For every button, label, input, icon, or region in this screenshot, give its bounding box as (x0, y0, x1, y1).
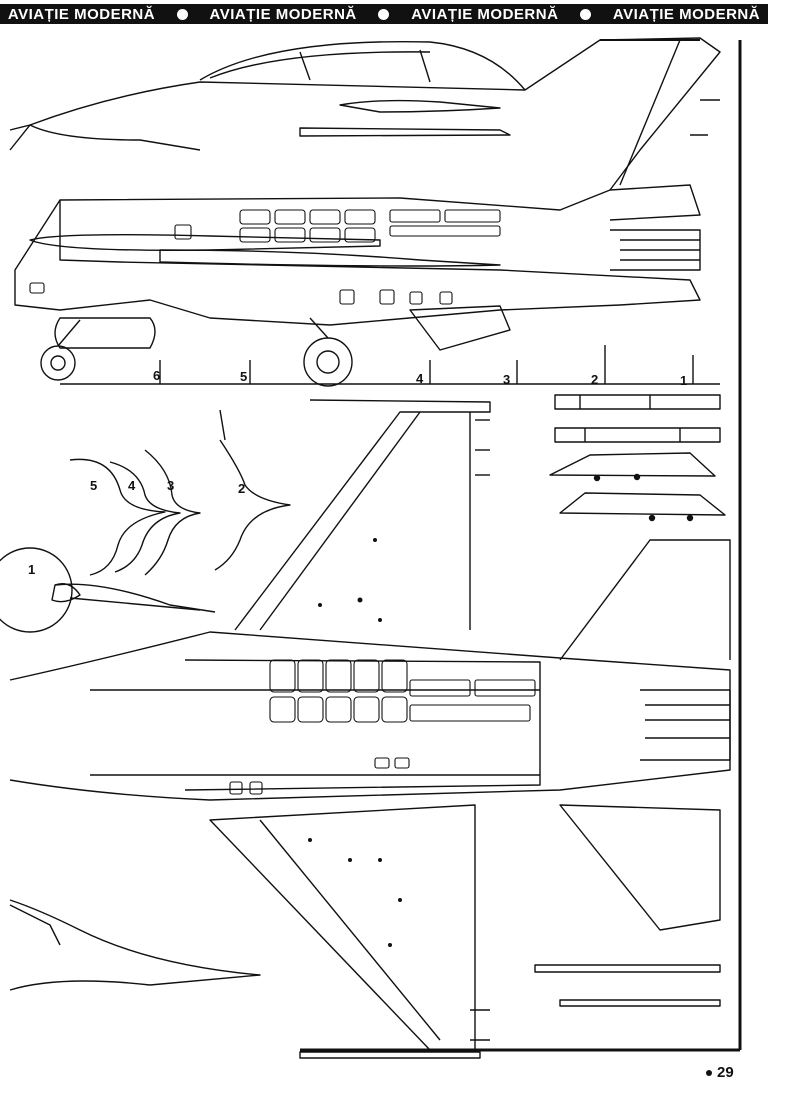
station-label-3: 3 (503, 372, 510, 387)
cross-section-profiles (0, 409, 291, 633)
fuselage-lower (14, 199, 701, 326)
banner-text-3: AVIAȚIE MODERNĂ (411, 5, 559, 23)
nose-wheel (40, 345, 76, 381)
fuselage-mid (59, 184, 701, 221)
station-label-4: 4 (416, 371, 424, 386)
page-number: 29 (706, 1064, 734, 1081)
banner-text-2: AVIAȚIE MODERNĂ (209, 5, 357, 23)
section-label-5: 5 (90, 478, 97, 493)
banner-text-4: AVIAȚIE MODERNĂ (612, 5, 761, 23)
cross-section-labels: 5 4 3 2 1 (28, 478, 245, 577)
top-view-drawing (9, 399, 731, 1059)
station-labels: 6 5 4 3 2 1 (153, 368, 687, 388)
side-view-drawing (9, 37, 721, 387)
canopy-outline (199, 40, 526, 91)
banner-text-1: AVIAȚIE MODERNĂ (7, 5, 156, 23)
stabilizer-upper (559, 539, 731, 661)
page-number-text: 29 (717, 1064, 734, 1081)
fuselage-upper (29, 37, 721, 191)
wing-lower (209, 804, 476, 1051)
section-label-4: 4 (128, 478, 136, 493)
header-banner: AVIAȚIE MODERNĂ AVIAȚIE MODERNĂ AVIAȚIE … (0, 4, 768, 24)
wing-upper (234, 399, 491, 631)
section-label-3: 3 (167, 478, 174, 493)
section-label-2: 2 (238, 481, 245, 496)
detail-circle (0, 547, 73, 633)
bullet-icon (378, 8, 390, 20)
station-label-2: 2 (591, 372, 598, 387)
station-label-1: 1 (680, 373, 687, 388)
section-label-1: 1 (28, 562, 35, 577)
main-wheel (303, 337, 353, 387)
stabilizer-lower (559, 804, 721, 931)
nose-inset (9, 899, 261, 991)
bullet-icon (580, 8, 592, 20)
station-label-6: 6 (153, 368, 160, 383)
station-label-5: 5 (240, 369, 247, 384)
bullet-icon (706, 1070, 712, 1077)
bullet-icon (176, 8, 188, 20)
pylon-details (549, 394, 726, 522)
